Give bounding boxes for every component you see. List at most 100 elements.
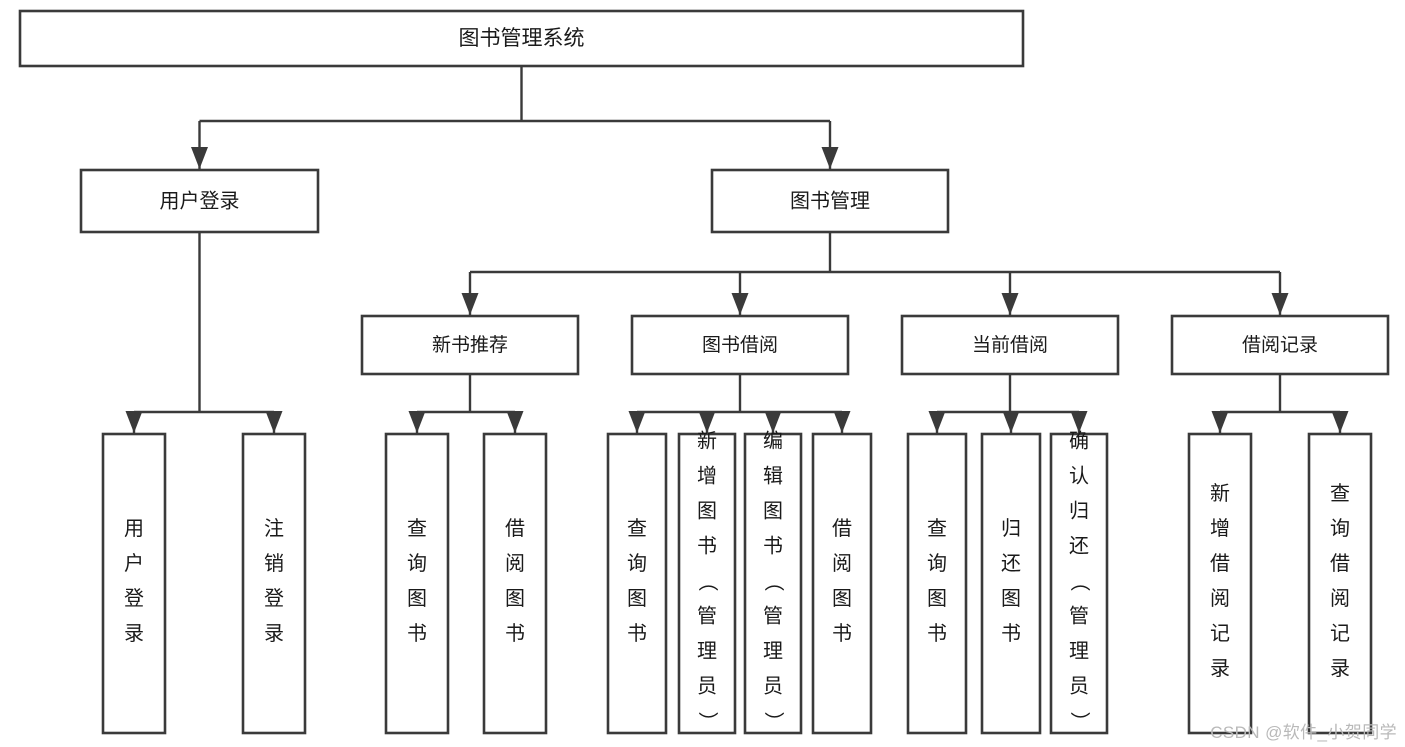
level3-node-current-borrow-box (900, 314, 1120, 376)
leaf-node-6-char: 书 (763, 535, 783, 558)
node-layer: 图书管理系统用户登录图书管理新书推荐图书借阅当前借阅借阅记录用户登录注销登录查询… (18, 9, 1390, 735)
leaf-node-4-char: 书 (627, 622, 647, 645)
arrow-head-icon (628, 411, 646, 433)
arrow-head-icon (1001, 293, 1019, 315)
leaf-node-4-box (606, 432, 668, 735)
arrow-head-icon (821, 147, 839, 169)
leaf-node-9-char: 图 (1001, 588, 1021, 610)
level3-node-book-borrow-label: 图书借阅 (702, 334, 778, 356)
leaf-node-10-box (1049, 432, 1109, 735)
leaf-node-8-box (906, 432, 968, 735)
leaf-node-10-char: （ (1068, 572, 1091, 592)
root-node-book-management-system[interactable]: 图书管理系统 (18, 9, 1025, 68)
level3-node-book-borrow[interactable]: 图书借阅 (630, 314, 850, 376)
level2-node-book-manage-label: 图书管理 (790, 189, 870, 212)
level3-node-borrow-record[interactable]: 借阅记录 (1170, 314, 1390, 376)
level3-node-current-borrow[interactable]: 当前借阅 (900, 314, 1120, 376)
leaf-node-10-char: 还 (1069, 535, 1089, 558)
leaf-node-0-char: 录 (124, 623, 144, 645)
level2-node-user-login-box (79, 168, 320, 234)
leaf-node-11-char: 录 (1210, 658, 1230, 680)
leaf-node-10-char: 管 (1069, 605, 1089, 628)
root-node-book-management-system-label: 图书管理系统 (459, 27, 585, 50)
leaf-node-10-char: 归 (1069, 500, 1089, 523)
arrow-head-icon (833, 411, 851, 433)
level2-node-user-login[interactable]: 用户登录 (79, 168, 320, 234)
arrow-head-icon (731, 293, 749, 315)
leaf-node-8-char: 图 (927, 588, 947, 610)
leaf-node-11-char: 新 (1210, 482, 1230, 505)
level2-node-book-manage[interactable]: 图书管理 (710, 168, 950, 234)
arrow-head-icon (1211, 411, 1229, 433)
leaf-node-0-char: 户 (124, 552, 144, 575)
leaf-node-0-char: 用 (124, 518, 144, 540)
arrow-head-icon (1331, 411, 1349, 433)
leaf-node-12-char: 借 (1330, 552, 1350, 575)
level2-node-user-login-label: 用户登录 (160, 189, 240, 212)
leaf-node-5-char: 员 (697, 676, 717, 698)
leaf-node-6-char: ） (762, 712, 785, 732)
leaf-node-12-char: 记 (1330, 622, 1350, 645)
leaf-node-9-box (980, 432, 1042, 735)
leaf-node-10-char: 认 (1069, 465, 1089, 488)
leaf-node-4-char: 查 (627, 517, 647, 540)
leaf-node-12-char: 录 (1330, 658, 1350, 680)
leaf-node-12-char: 阅 (1330, 587, 1350, 610)
leaf-node-12-box (1307, 432, 1373, 735)
leaf-node-6-char: 辑 (763, 465, 783, 488)
leaf-node-6-char: 理 (763, 641, 783, 663)
leaf-node-12-char: 询 (1330, 517, 1350, 540)
leaf-node-2-char: 查 (407, 517, 427, 540)
leaf-node-4-char: 询 (627, 552, 647, 575)
leaf-node-12-char: 查 (1330, 482, 1350, 505)
leaf-node-7-char: 书 (832, 622, 852, 645)
leaf-node-5-char: 理 (697, 641, 717, 663)
leaf-node-4-char: 图 (627, 588, 647, 610)
arrow-head-icon (698, 411, 716, 433)
arrow-head-icon (461, 293, 479, 315)
leaf-node-3-char: 图 (505, 588, 525, 610)
leaf-node-5-char: 管 (697, 605, 717, 628)
leaf-node-10-char: ） (1068, 712, 1091, 732)
level3-node-borrow-record-label: 借阅记录 (1242, 334, 1318, 356)
leaf-node-10-char: 确 (1069, 430, 1089, 453)
leaf-node-1-char: 销 (264, 552, 284, 575)
arrow-head-icon (928, 411, 946, 433)
leaf-node-7-char: 图 (832, 588, 852, 610)
leaf-node-2-char: 询 (407, 552, 427, 575)
leaf-node-3-box (482, 432, 548, 735)
arrow-head-icon (1070, 411, 1088, 433)
leaf-node-2-char: 书 (407, 622, 427, 645)
arrow-head-icon (1271, 293, 1289, 315)
leaf-node-0[interactable]: 用户登录 (101, 432, 167, 735)
leaf-node-6-char: 图 (763, 501, 783, 523)
leaf-node-5-char: 新 (697, 430, 717, 453)
leaf-node-7-box (811, 432, 873, 735)
leaf-node-8-char: 询 (927, 552, 947, 575)
level3-node-new-book-recommend[interactable]: 新书推荐 (360, 314, 580, 376)
leaf-node-3-char: 阅 (505, 552, 525, 575)
leaf-node-11-char: 记 (1210, 622, 1230, 645)
level3-node-borrow-record-box (1170, 314, 1390, 376)
leaf-node-11-box (1187, 432, 1253, 735)
leaf-node-1-char: 注 (264, 517, 284, 540)
csdn-watermark: CSDN @软件_小贺同学 (1210, 723, 1397, 742)
leaf-node-3-char: 书 (505, 622, 525, 645)
level3-node-new-book-recommend-label: 新书推荐 (432, 334, 508, 356)
leaf-node-10-char: 员 (1069, 676, 1089, 698)
leaf-node-5-box (677, 432, 737, 735)
leaf-node-0-box (101, 432, 167, 735)
